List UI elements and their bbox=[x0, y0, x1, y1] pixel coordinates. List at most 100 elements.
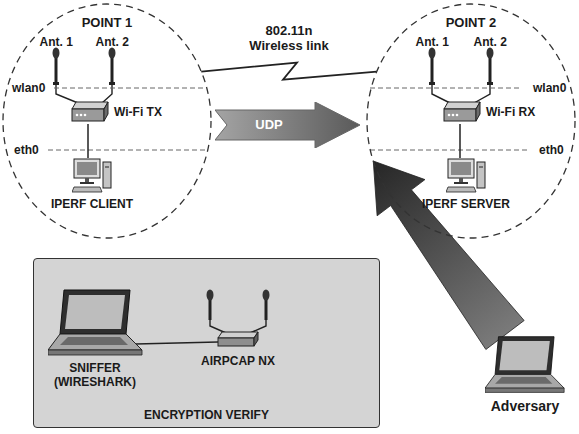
label-holder: wlan0 bbox=[12, 81, 45, 95]
router-icon bbox=[70, 100, 110, 124]
computer-icon bbox=[446, 158, 486, 194]
antenna-part bbox=[109, 48, 116, 59]
adapter-icon-part-part bbox=[265, 298, 268, 320]
antenna bbox=[487, 48, 494, 86]
antenna bbox=[53, 48, 60, 86]
ethernet-cable bbox=[459, 124, 461, 158]
label-holder: Ant. 2 bbox=[96, 35, 129, 49]
interface-line-part bbox=[48, 150, 206, 151]
verify-panel: ENCRYPTION VERIFY SNIFFER (WIRESHARK) AIRP… bbox=[33, 258, 380, 428]
laptop-icon-part-part bbox=[48, 334, 142, 350]
adversary-laptop: Adversary bbox=[478, 335, 573, 415]
computer: IPERF CLIENT bbox=[51, 158, 133, 211]
antenna-cable-part bbox=[432, 84, 450, 103]
computer-icon-part-part bbox=[85, 178, 89, 182]
antenna bbox=[429, 48, 436, 86]
router-icon-part-part bbox=[452, 114, 455, 117]
adapter-icon-part-part bbox=[209, 298, 212, 320]
computer-icon-part-part bbox=[448, 159, 474, 178]
router-icon bbox=[442, 100, 482, 124]
interface-line-part bbox=[54, 88, 204, 89]
laptop-icon-part-part bbox=[499, 341, 550, 370]
site-ellipse: POINT 2Wi-Fi RXIPERF SERVER bbox=[366, 3, 576, 239]
laptop-icon-part bbox=[485, 335, 565, 395]
laptop-icon-part-part bbox=[60, 337, 128, 345]
label-text: IPERF CLIENT bbox=[51, 197, 133, 211]
laptop-icon-part-part bbox=[65, 295, 125, 329]
edge-label-holder: 802.11n Wireless link bbox=[239, 23, 339, 53]
interface-line-part bbox=[370, 150, 530, 151]
attack-arrow bbox=[373, 161, 524, 349]
router-icon-part-part bbox=[448, 114, 451, 117]
laptop-icon-part-part bbox=[495, 377, 552, 384]
dashed-ellipse bbox=[3, 4, 211, 238]
adapter-icon-part-part bbox=[263, 290, 270, 301]
computer-icon bbox=[72, 158, 112, 194]
computer-icon-part-part bbox=[477, 162, 485, 188]
wireless-link bbox=[201, 63, 376, 80]
router-icon-part-part bbox=[444, 102, 480, 109]
antenna-part bbox=[429, 48, 436, 59]
antenna-part bbox=[487, 48, 494, 59]
computer-icon-part-part bbox=[454, 182, 468, 184]
label-text: wlan0 bbox=[533, 81, 566, 95]
router-icon-part bbox=[70, 100, 110, 124]
ethernet-cable bbox=[87, 124, 89, 158]
computer-icon-part-part bbox=[72, 187, 102, 192]
adapter-icon-part-part bbox=[218, 332, 258, 338]
capture-adapter: AIRPCAP NX bbox=[198, 286, 278, 368]
computer-icon-part-part bbox=[105, 167, 109, 168]
label-holder: Ant. 1 bbox=[416, 35, 449, 49]
router-icon-part bbox=[442, 100, 482, 124]
label-text: Ant. 2 bbox=[96, 35, 129, 49]
arrow-shape bbox=[215, 102, 360, 148]
label-text: SNIFFER (WIRESHARK) bbox=[43, 361, 148, 390]
adapter-icon-part bbox=[198, 286, 278, 352]
label-text: Ant. 2 bbox=[474, 35, 507, 49]
label-holder: eth0 bbox=[14, 143, 39, 157]
wifi-router: Wi-Fi TX bbox=[70, 100, 162, 124]
laptop-icon-part-part bbox=[485, 374, 564, 388]
antenna-cable-part bbox=[474, 84, 490, 103]
label-text: Adversary bbox=[478, 398, 573, 415]
router-icon-part-part bbox=[444, 109, 476, 121]
router-icon-part-part bbox=[76, 114, 79, 117]
adapter-icon bbox=[198, 286, 278, 352]
label-text: eth0 bbox=[14, 143, 39, 157]
label-holder: eth0 bbox=[539, 143, 564, 157]
label-text: Ant. 1 bbox=[416, 35, 449, 49]
router-icon-part-part bbox=[80, 114, 83, 117]
router-icon-part-part bbox=[476, 102, 480, 121]
computer-icon-part-part bbox=[446, 187, 476, 192]
label-text: POINT 1 bbox=[2, 15, 212, 30]
interface-line-part bbox=[370, 88, 522, 89]
label-text: wlan0 bbox=[12, 81, 45, 95]
adapter-icon-part-part bbox=[207, 290, 214, 301]
computer-icon-part-part bbox=[451, 162, 471, 175]
antenna-part bbox=[111, 56, 114, 84]
label-text: UDP bbox=[215, 102, 323, 148]
router-icon-part-part bbox=[72, 109, 104, 121]
label-holder: wlan0 bbox=[533, 81, 566, 95]
label-holder: Ant. 2 bbox=[474, 35, 507, 49]
arrow-body bbox=[215, 102, 360, 148]
router-icon-part-part bbox=[104, 102, 108, 121]
dashed-ellipse bbox=[367, 4, 575, 238]
laptop-icon bbox=[485, 335, 565, 395]
antenna-cable-part bbox=[56, 84, 78, 103]
adapter-icon-part-part bbox=[218, 338, 254, 346]
laptop-icon-part-part bbox=[48, 350, 142, 355]
router-icon-part-part bbox=[84, 114, 87, 117]
label-text: 802.11n Wireless link bbox=[239, 23, 339, 53]
label-text: Wi-Fi RX bbox=[486, 105, 535, 119]
computer-icon-part-part bbox=[80, 182, 94, 184]
computer-icon-part bbox=[72, 158, 112, 194]
label-text: ENCRYPTION VERIFY bbox=[144, 408, 269, 422]
router-icon-part-part bbox=[456, 114, 459, 117]
laptop-icon bbox=[48, 288, 143, 358]
computer-icon-part-part bbox=[77, 162, 97, 175]
antenna-part bbox=[53, 48, 60, 59]
antenna-cable-part bbox=[102, 84, 112, 103]
laptop-icon-part-part bbox=[495, 337, 554, 375]
